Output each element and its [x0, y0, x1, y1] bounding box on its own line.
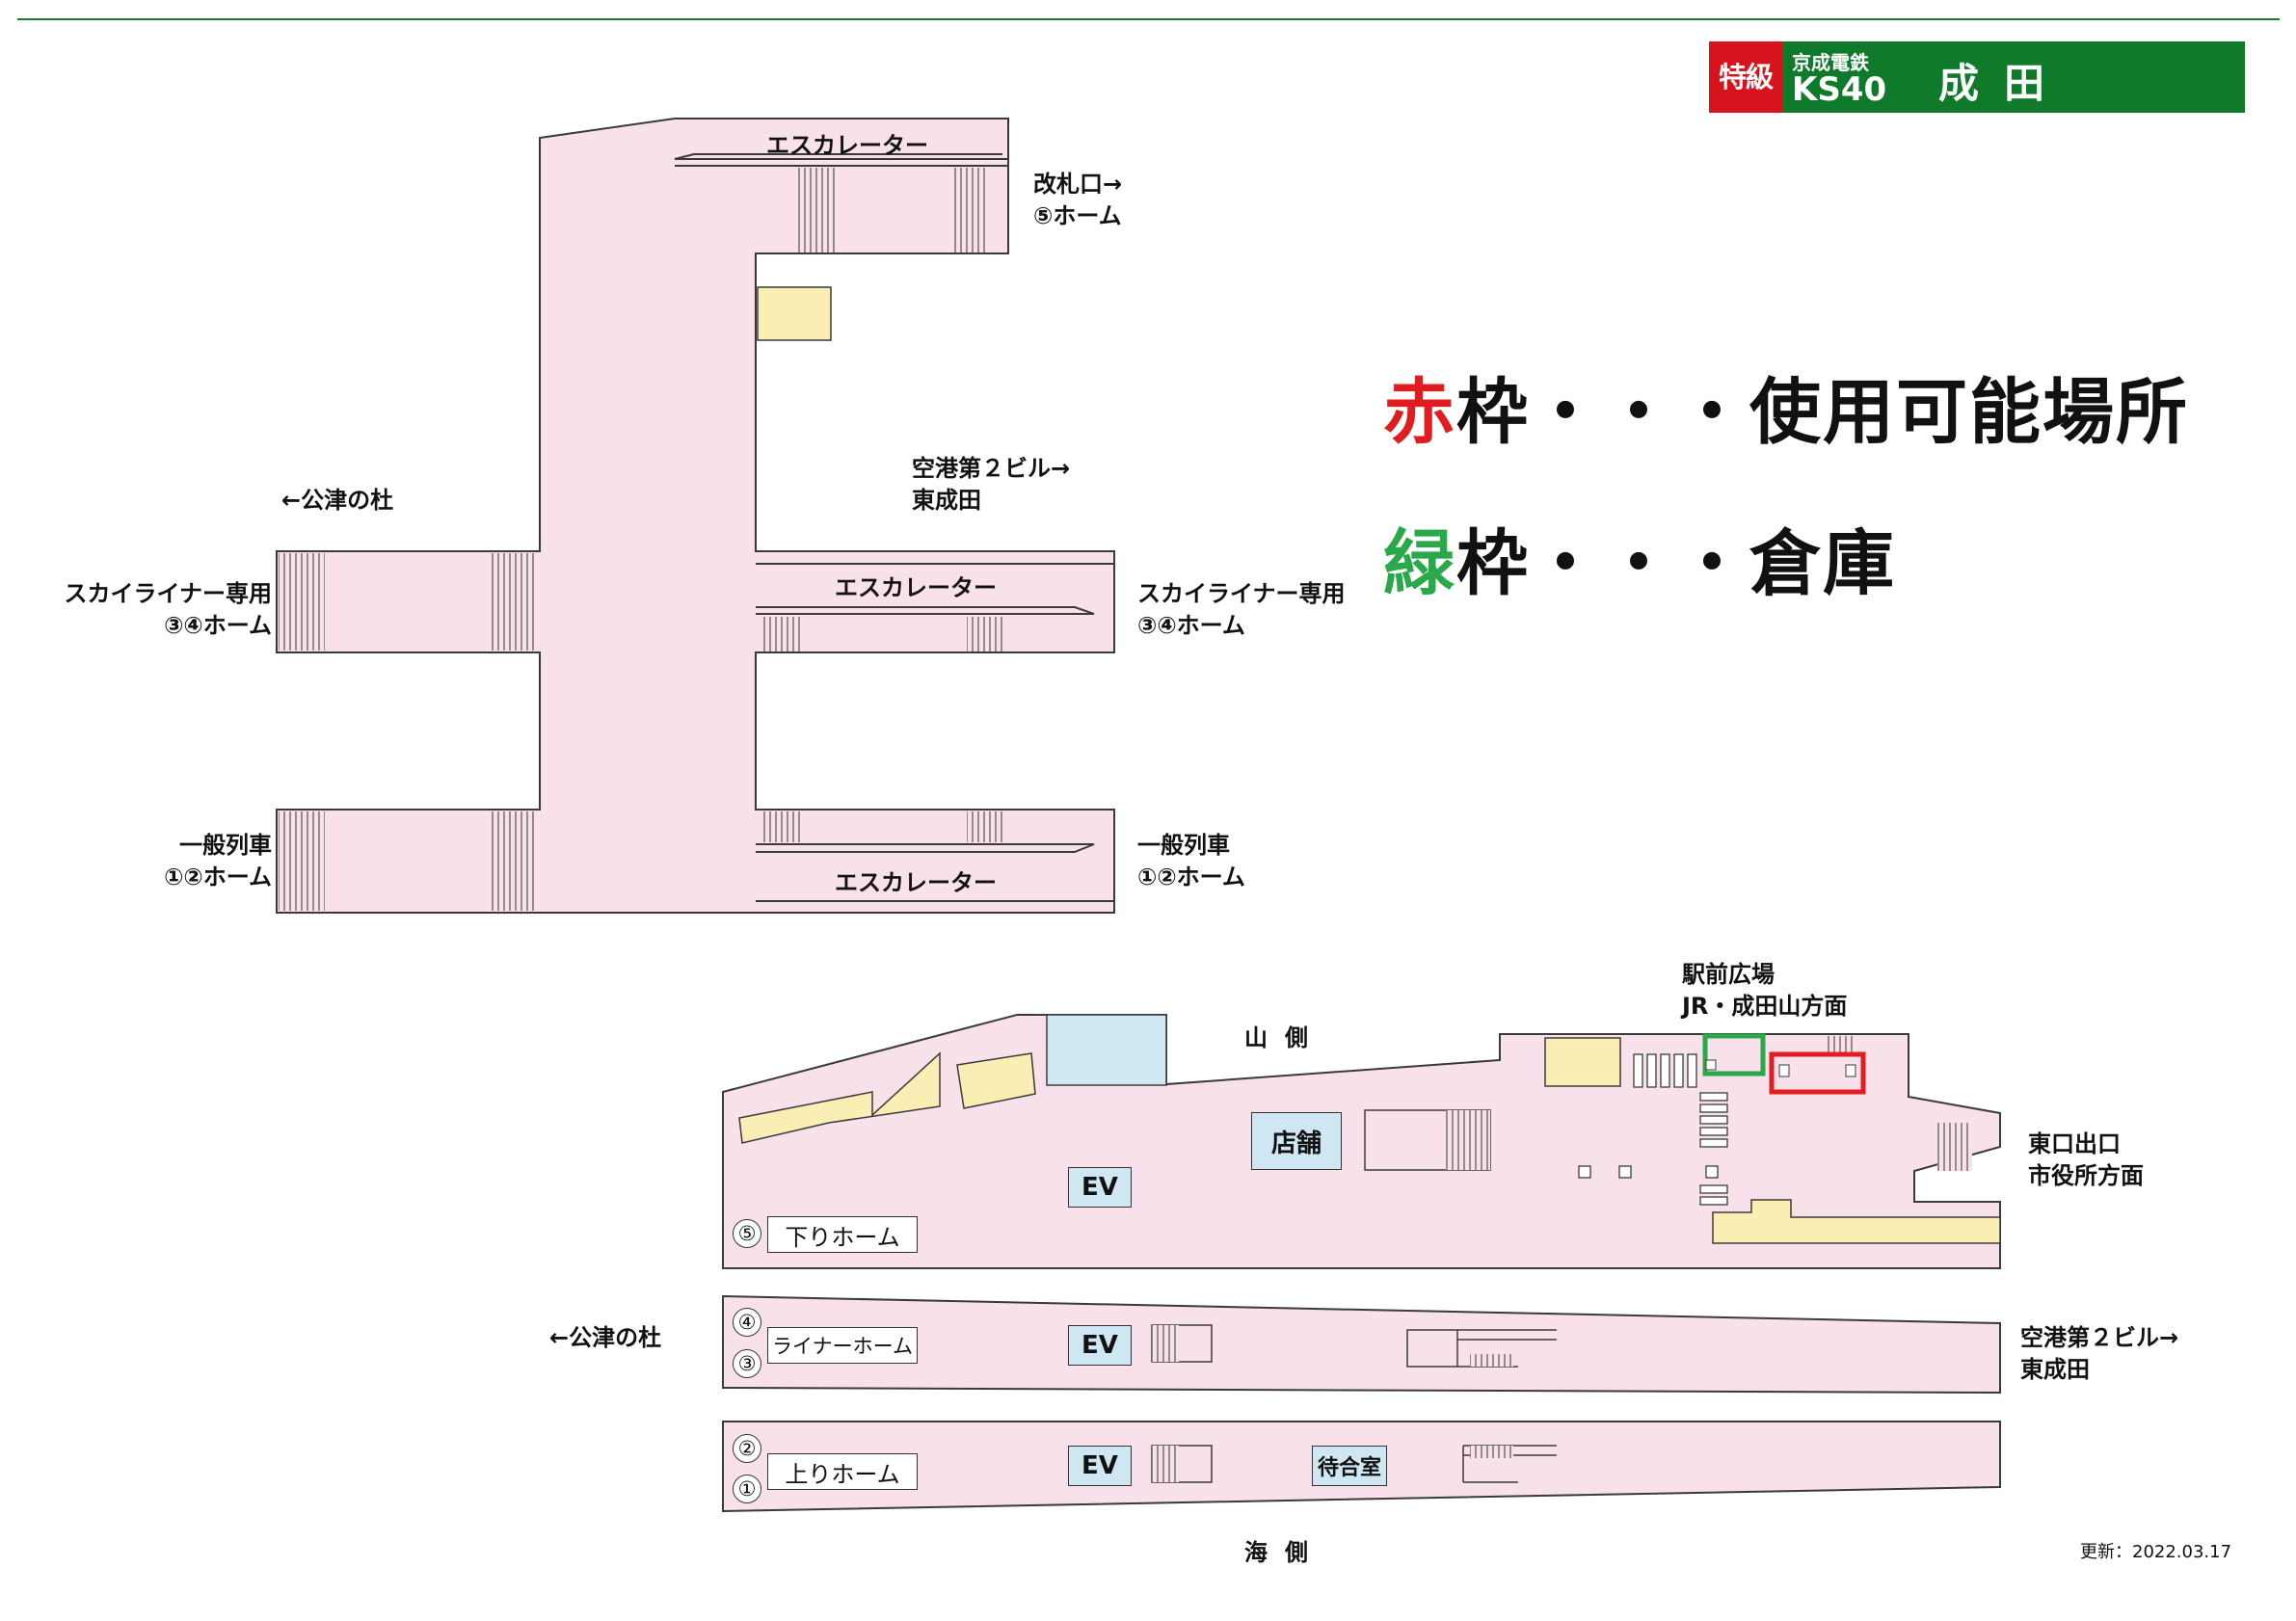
yellow-room-c: [1544, 1037, 1621, 1087]
to-airport-lower-label: 空港第２ビル→東成田: [2020, 1324, 2179, 1384]
waiting-room-box: 待合室: [1312, 1446, 1387, 1486]
storage-block-upper: [757, 286, 832, 341]
legend-red-word: 赤: [1383, 371, 1456, 454]
stairs-local-left-a: [279, 811, 325, 911]
station-name: 成田: [1938, 60, 2070, 107]
escalator-label-local: エスカレーター: [835, 869, 997, 896]
mountain-side-label: 山側: [1244, 1024, 1325, 1051]
platform-4-number: ④: [733, 1308, 761, 1337]
platform-5-label: 下りホーム: [767, 1216, 918, 1253]
railway-company-name: 京成電鉄: [1792, 51, 1869, 74]
elevator-34: EV: [1068, 1325, 1132, 1366]
ticket-office-blue: [1046, 1014, 1167, 1086]
platform-3-number: ③: [733, 1349, 761, 1378]
legend-green-text: 枠・・・倉庫: [1456, 522, 1896, 605]
platform-2-number: ②: [733, 1434, 761, 1463]
stairs-local-left-b: [490, 811, 536, 911]
platform-5-number: ⑤: [733, 1219, 761, 1248]
top-rule: [17, 18, 2280, 20]
updated-date: 更新：2022.03.17: [2080, 1542, 2232, 1562]
to-kozunomori-lower-label: ←公津の杜: [549, 1324, 662, 1351]
stairs-local-right-b: [967, 811, 1005, 842]
escalator-label-top: エスカレーター: [766, 132, 928, 159]
elevator-5: EV: [1068, 1167, 1132, 1208]
platform-1-number: ①: [733, 1475, 761, 1503]
elevator-12: EV: [1068, 1446, 1132, 1486]
east-exit-label: 東口出口市役所方面: [2028, 1130, 2144, 1190]
to-gates-label: 改札口→⑤ホーム: [1033, 171, 1123, 230]
escalator-label-skyliner: エスカレーター: [835, 574, 997, 601]
stairs-skyliner-right-b: [967, 617, 1005, 651]
stairs-top-a: [796, 168, 835, 252]
legend-green-word: 緑: [1383, 522, 1456, 605]
station-code: KS40: [1792, 70, 1887, 109]
stairs-skyliner-left-a: [279, 553, 325, 651]
legend-storage: 緑枠・・・倉庫: [1383, 506, 1896, 609]
yellow-room-a: [738, 1051, 941, 1144]
ticket-gates: [1578, 1053, 1728, 1206]
stairs-east-exit: [1937, 1123, 1972, 1171]
to-kozunomori-upper-label: ←公津の杜: [281, 487, 394, 514]
platform-34-floor: [722, 1294, 2001, 1395]
stairs-top-b: [950, 168, 989, 252]
station-name-badge: 特級 京成電鉄 KS40 成田: [1709, 41, 2245, 113]
yellow-room-b: [956, 1052, 1036, 1109]
shop-box: 店舗: [1251, 1112, 1342, 1170]
sea-side-label: 海側: [1244, 1539, 1325, 1566]
legend-red-text: 枠・・・使用可能場所: [1456, 371, 2189, 454]
platform-12-label: 上りホーム: [767, 1453, 918, 1490]
yellow-room-d: [1712, 1199, 2001, 1244]
to-airport-upper-label: 空港第２ビル→東成田: [912, 455, 1071, 515]
stairs-skyliner-left-b: [490, 553, 536, 651]
upper-concourse-floor: [276, 118, 1115, 914]
train-class-label: 特級: [1709, 41, 1782, 113]
legend-available: 赤枠・・・使用可能場所: [1383, 355, 2189, 458]
stairs-plaza: [1827, 1036, 1855, 1052]
stairs-skyliner-right-a: [761, 617, 800, 651]
platform-34-label: ライナーホーム: [767, 1327, 918, 1364]
stairs-local-right-a: [761, 811, 800, 842]
